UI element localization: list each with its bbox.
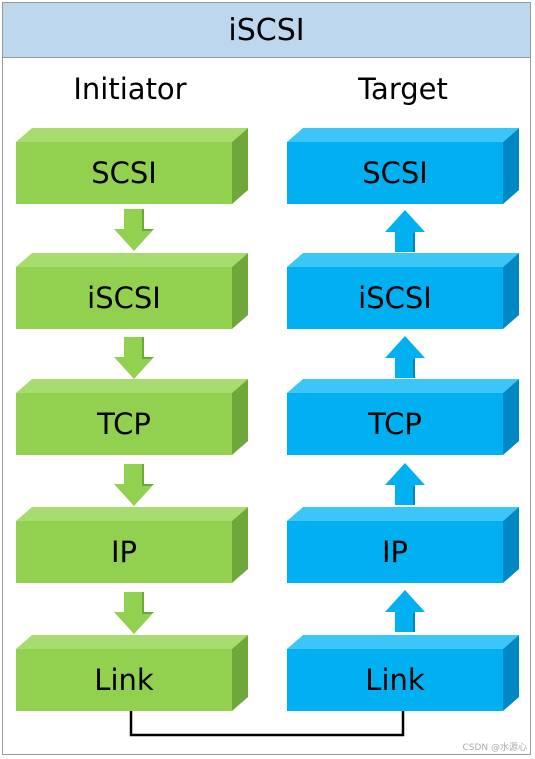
- initiator-arrow-down-icon: [114, 337, 154, 379]
- initiator-layer-iscsi-label: iSCSI: [87, 281, 161, 315]
- initiator-arrow-down-icon: [114, 209, 154, 251]
- initiator-layer-scsi: SCSI: [16, 128, 266, 204]
- target-layer-link: Link: [287, 635, 535, 711]
- initiator-layer-tcp: TCP: [16, 379, 266, 455]
- target-layer-ip: IP: [287, 507, 535, 583]
- target-layer-scsi: SCSI: [287, 128, 535, 204]
- target-layer-ip-shape: [287, 507, 519, 583]
- target-layer-link-label: Link: [365, 663, 425, 697]
- target-layer-ip-label: IP: [381, 535, 409, 569]
- initiator-layer-tcp-label: TCP: [97, 407, 151, 441]
- target-layer-iscsi-label: iSCSI: [358, 281, 432, 315]
- initiator-layer-ip-shape: [16, 507, 248, 583]
- initiator-layer-tcp-shape: [16, 379, 248, 455]
- initiator-layer-ip: IP: [16, 507, 266, 583]
- initiator-layer-iscsi: iSCSI: [16, 253, 266, 329]
- target-layer-iscsi-shape: [287, 253, 519, 329]
- target-arrow-up-icon: [385, 210, 425, 252]
- initiator-arrow-down-icon: [114, 464, 154, 506]
- diagram-title: iSCSI: [3, 3, 530, 58]
- initiator-layer-ip-label: IP: [110, 535, 138, 569]
- target-arrow-up-icon: [385, 463, 425, 505]
- initiator-arrow-down-icon: [114, 592, 154, 634]
- target-column-title: Target: [358, 72, 448, 106]
- initiator-column-title: Initiator: [73, 72, 187, 106]
- initiator-layer-link-label: Link: [94, 663, 154, 697]
- target-layer-scsi-label: SCSI: [362, 156, 428, 190]
- initiator-layer-link: Link: [16, 635, 266, 711]
- initiator-layer-scsi-label: SCSI: [91, 156, 157, 190]
- target-arrow-up-icon: [385, 590, 425, 632]
- initiator-layer-scsi-shape: [16, 128, 248, 204]
- initiator-layer-iscsi-shape: [16, 253, 248, 329]
- target-layer-tcp-shape: [287, 379, 519, 455]
- target-layer-iscsi: iSCSI: [287, 253, 535, 329]
- target-layer-tcp-label: TCP: [368, 407, 422, 441]
- target-layer-scsi-shape: [287, 128, 519, 204]
- target-arrow-up-icon: [385, 336, 425, 378]
- target-layer-tcp: TCP: [287, 379, 535, 455]
- initiator-layer-link-shape: [16, 635, 248, 711]
- watermark: CSDN @水源心: [462, 743, 527, 753]
- target-layer-link-shape: [287, 635, 519, 711]
